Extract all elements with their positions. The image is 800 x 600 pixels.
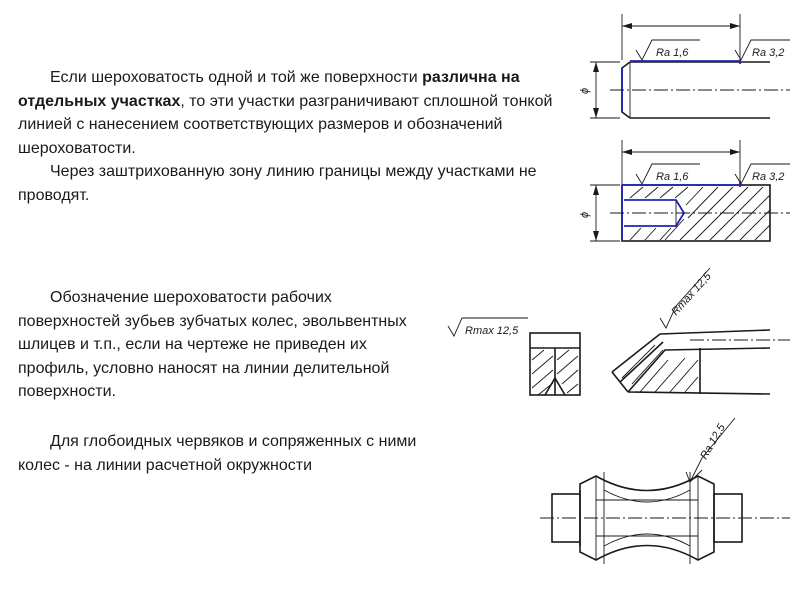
roughness-label-ra32-top: Ra 3,2 [752, 47, 784, 59]
text-paragraph-gear-teeth: Обозначение шероховатости рабочих поверх… [18, 289, 407, 400]
diameter-label-middle: ϕ [579, 212, 591, 218]
shaft-drawing-middle: ϕ Ra 1,6 Ra 3,2 [579, 140, 790, 242]
roughness-label-rmax-left: Rmax 12,5 [465, 325, 519, 337]
diameter-label-top: ϕ [579, 88, 591, 94]
roughness-label-ra16-top: Ra 1,6 [656, 47, 689, 59]
shaft-drawing-top: ϕ Ra 1,6 Ra 3,2 [579, 14, 790, 119]
text-paragraph-globoid-worm: Для глобоидных червяков и сопряженных с … [18, 433, 417, 474]
roughness-label-ra125: Ra 12,5 [698, 421, 728, 461]
bold-phrase: различна на отдельных участках [18, 69, 520, 110]
globoid-worm-drawing: Ra 12,5 [540, 417, 790, 564]
gear-tooth-drawing: Rmax 12,5 Rmax 12,5 [447, 267, 790, 396]
roughness-label-rmax-right: Rmax 12,5 [669, 270, 714, 318]
roughness-label-ra16-mid: Ra 1,6 [656, 171, 689, 183]
roughness-label-ra32-mid: Ra 3,2 [752, 171, 784, 183]
text-paragraph-roughness-areas: Если шероховатость одной и той же поверх… [18, 69, 553, 204]
